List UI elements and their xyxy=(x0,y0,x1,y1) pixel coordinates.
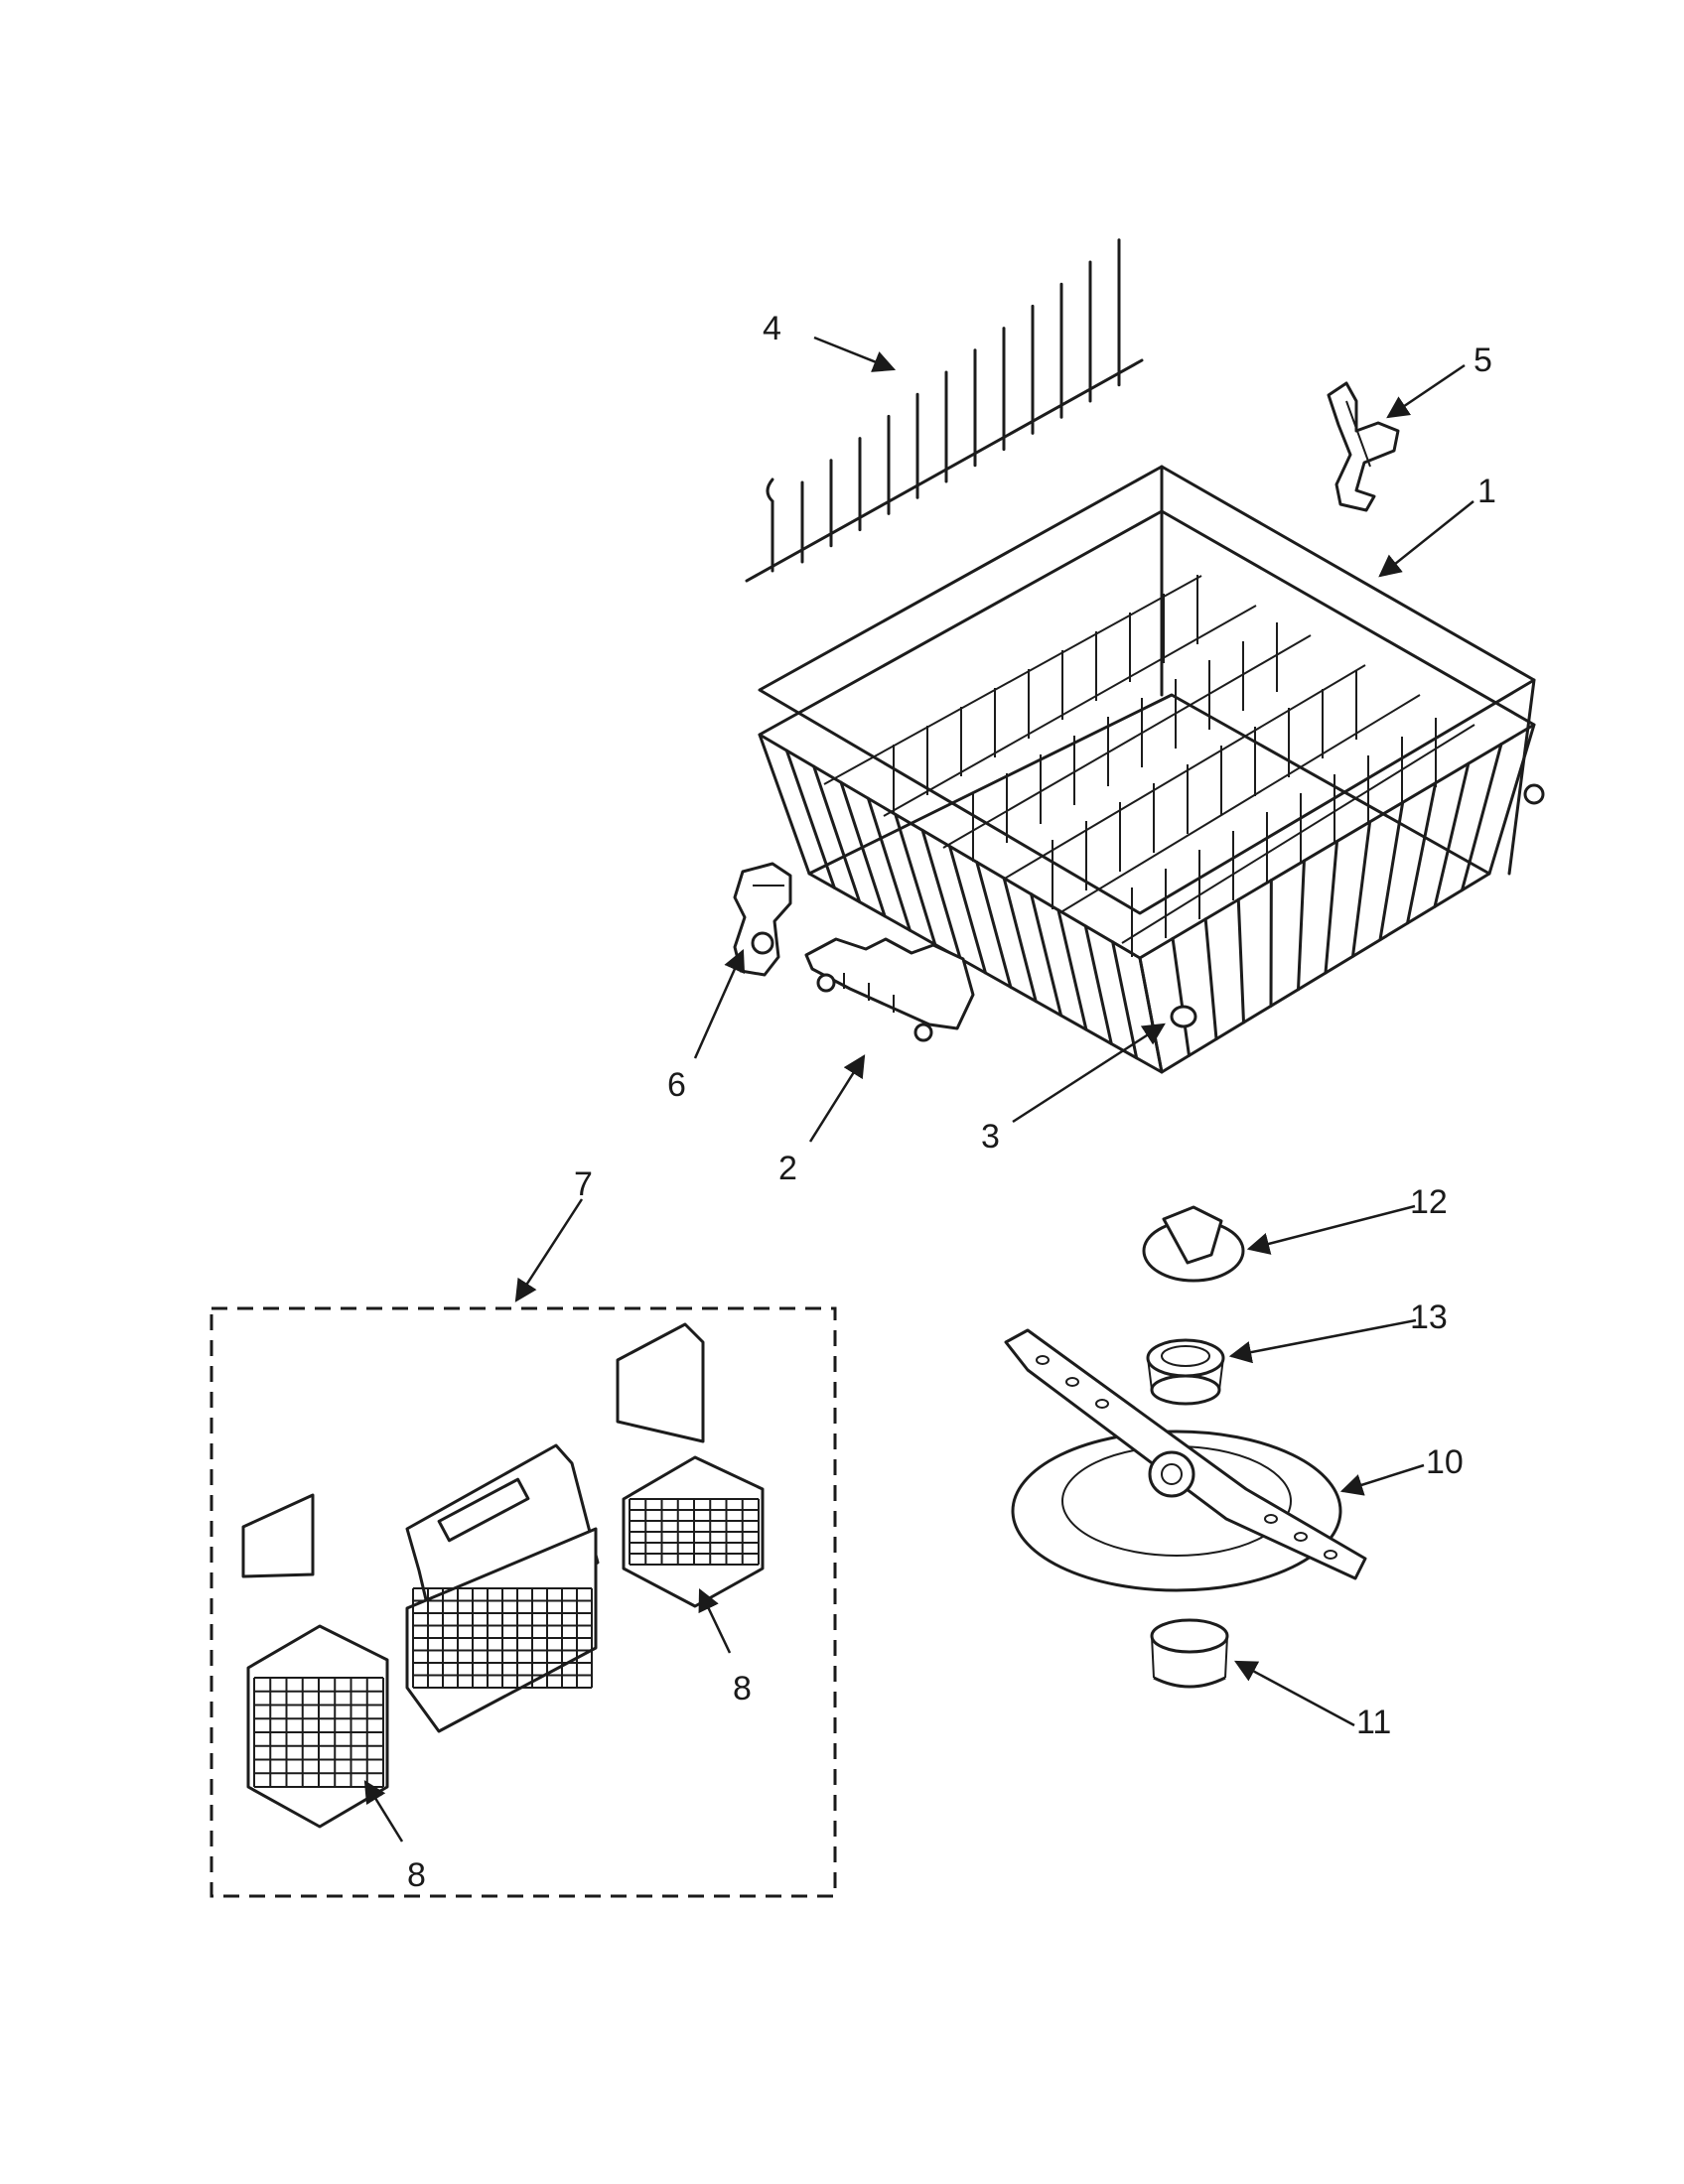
stop-clip-part-6 xyxy=(733,862,792,977)
roller-part-3 xyxy=(1170,1005,1197,1028)
bearing-ring-part-13 xyxy=(1146,1338,1225,1406)
small-basket-right-part-8 xyxy=(616,1322,765,1608)
callout-3: 3 xyxy=(981,1118,1000,1156)
callout-4: 4 xyxy=(763,310,781,347)
seal-ring-part-11 xyxy=(1150,1618,1229,1689)
callout-1: 1 xyxy=(1477,473,1496,510)
small-basket-left-part-8 xyxy=(241,1493,389,1829)
callout-10: 10 xyxy=(1426,1443,1464,1481)
large-center-basket xyxy=(405,1443,600,1733)
spray-arm-assembly-part-10 xyxy=(1004,1328,1367,1592)
hub-cap-part-12 xyxy=(1142,1205,1245,1283)
callout-11: 11 xyxy=(1356,1704,1391,1741)
callout-13: 13 xyxy=(1410,1298,1448,1336)
lower-rack-part-1 xyxy=(758,465,1545,1074)
roller-carrier-part-2 xyxy=(804,937,975,1042)
callout-8-right: 8 xyxy=(733,1670,752,1707)
rack-clip-part-5 xyxy=(1327,381,1400,512)
callout-7: 7 xyxy=(574,1165,593,1203)
callout-12: 12 xyxy=(1410,1183,1448,1221)
callout-8-left: 8 xyxy=(407,1856,426,1894)
leader-lines xyxy=(363,336,1474,1843)
tine-row-part-4 xyxy=(745,238,1144,583)
callout-2: 2 xyxy=(778,1150,797,1187)
callout-6: 6 xyxy=(667,1066,686,1104)
callout-5: 5 xyxy=(1474,341,1492,379)
silverware-basket-set-part-7 xyxy=(210,1306,837,1898)
